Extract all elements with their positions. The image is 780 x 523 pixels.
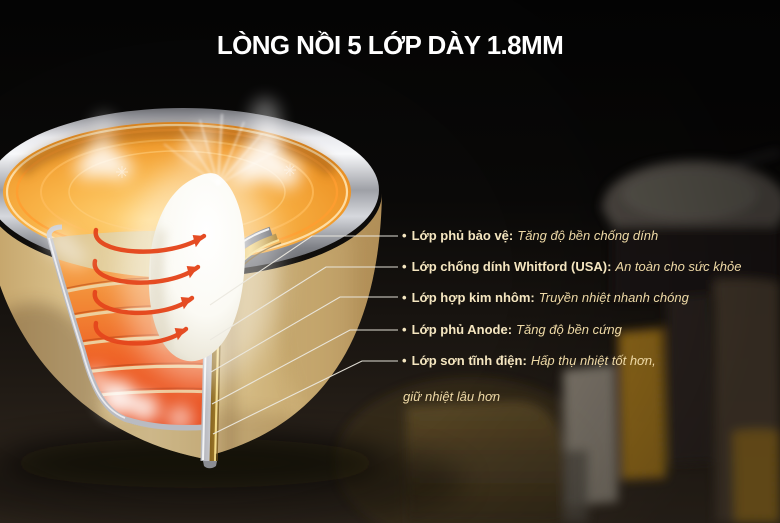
callout-list: • Lớp phủ bảo vệ:Tăng độ bền chống dính •… — [402, 0, 780, 523]
bullet-icon: • — [402, 322, 407, 337]
pot-illustration — [0, 98, 382, 469]
connector-line-1 — [209, 235, 398, 306]
layer-desc: An toàn cho sức khỏe — [615, 259, 742, 274]
callout-row-electrostatic-paint-continuation: giữ nhiệt lâu hơn — [402, 388, 500, 405]
bullet-icon: • — [402, 290, 407, 305]
connector-line-2 — [209, 266, 398, 341]
bullet-icon: • — [402, 228, 407, 243]
connector-line-4 — [211, 329, 398, 405]
layer-name: Lớp phủ bảo vệ: — [411, 228, 514, 243]
callout-row-anode-coating: • Lớp phủ Anode:Tăng độ bền cứng — [402, 321, 622, 338]
bullet-icon: • — [402, 259, 407, 274]
layer-name: Lớp phủ Anode: — [411, 322, 513, 337]
layer-desc: Truyền nhiệt nhanh chóng — [538, 290, 689, 305]
layer-desc-continued: giữ nhiệt lâu hơn — [403, 389, 501, 404]
layer-desc: Hấp thụ nhiệt tốt hơn, — [530, 353, 656, 368]
callout-row-electrostatic-paint: • Lớp sơn tĩnh điện:Hấp thụ nhiệt tốt hơn… — [402, 352, 656, 369]
layer-name: Lớp sơn tĩnh điện: — [411, 353, 527, 368]
page-title: LÒNG NỒI 5 LỚP DÀY 1.8MM — [216, 30, 564, 60]
pot-shadow — [0, 434, 465, 523]
bullet-icon: • — [402, 353, 407, 368]
layer-name: Lớp chống dính Whitford (USA): — [411, 259, 612, 274]
connector-line-5 — [212, 360, 398, 435]
connector-lines — [209, 235, 398, 435]
layer-desc: Tăng độ bền cứng — [516, 322, 622, 337]
blurred-panel-dark — [666, 294, 713, 464]
blurred-panel-honeycomb — [618, 328, 666, 480]
heat-arrows — [92, 227, 207, 346]
callout-row-aluminum-alloy: • Lớp hợp kim nhôm:Truyền nhiệt nhanh chó… — [402, 289, 689, 306]
callout-row-protective-coating: • Lớp phủ bảo vệ:Tăng độ bền chống dính — [402, 227, 658, 244]
layer-desc: Tăng độ bền chống dính — [517, 228, 659, 243]
steam-clouds — [45, 98, 301, 268]
layer-name: Lớp hợp kim nhôm: — [411, 290, 535, 305]
callout-row-nonstick-whitford: • Lớp chống dính Whitford (USA):An toàn c… — [402, 258, 741, 275]
connector-line-3 — [210, 296, 398, 373]
